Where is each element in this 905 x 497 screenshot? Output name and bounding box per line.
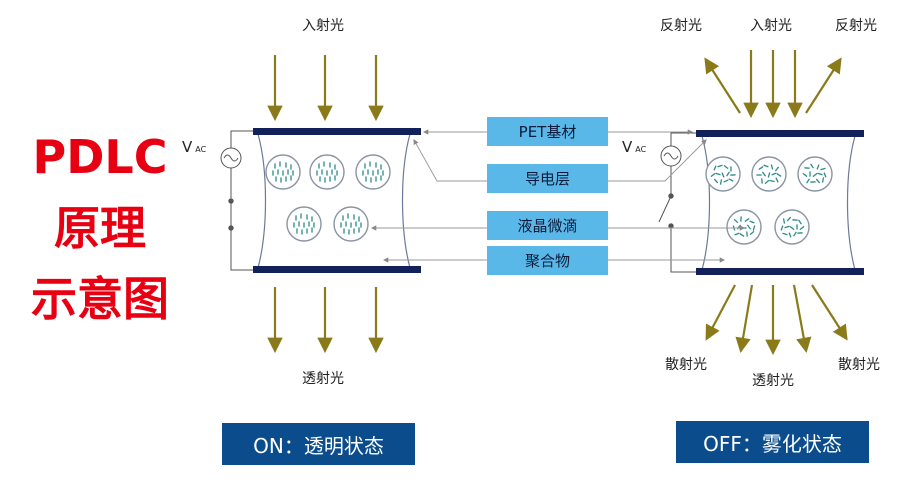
lc-molecule: [786, 216, 792, 222]
label-liquid-crystal-droplet: 液晶微滴: [487, 211, 608, 240]
lc-molecule: [739, 233, 745, 237]
off-reflected-left-label: 反射光: [660, 18, 702, 34]
lc-molecule: [733, 218, 739, 224]
label-conductive-layer: 导电层: [487, 164, 608, 193]
lc-molecule: [719, 179, 723, 185]
off-circuit: [658, 132, 696, 273]
label-pet-substrate: PET基材: [487, 117, 608, 146]
lc-molecule: [810, 163, 814, 169]
lc-molecule: [746, 224, 752, 230]
off-light-arrows: [704, 50, 848, 356]
lc-molecule: [780, 225, 784, 231]
lc-molecule: [788, 232, 792, 238]
off-scattered-left-label: 散射光: [665, 357, 707, 373]
on-bottom-electrode: [253, 266, 421, 273]
lc-molecule: [749, 230, 755, 236]
lc-molecule: [776, 173, 782, 177]
droplet: [726, 209, 762, 245]
off-scattered-right-label: 散射光: [838, 357, 880, 373]
title-line-1: PDLC: [32, 130, 168, 184]
lc-molecule: [789, 225, 795, 231]
lc-molecule: [713, 178, 719, 184]
lc-molecule: [728, 178, 734, 182]
lc-molecule: [823, 172, 827, 178]
off-status-box: OFF：雾化状态: [676, 421, 869, 463]
lc-molecule: [782, 232, 788, 236]
lc-molecule: [784, 225, 790, 229]
on-top-electrode: [253, 128, 421, 135]
lc-molecule: [767, 172, 771, 178]
lc-molecule: [749, 220, 755, 224]
lc-molecule: [799, 225, 805, 231]
lc-molecule: [734, 232, 740, 236]
lc-molecule: [723, 179, 729, 183]
lc-molecule: [710, 172, 716, 178]
lc-molecule: [769, 179, 775, 183]
on-incident-label: 入射光: [302, 18, 344, 34]
lc-molecule: [764, 179, 770, 185]
lc-molecule: [717, 164, 723, 168]
on-circuit: [220, 130, 253, 271]
lc-molecule: [771, 172, 777, 176]
off-droplets: [705, 156, 833, 245]
label-polymer: 聚合物: [487, 246, 608, 275]
lc-molecule: [758, 166, 764, 170]
lc-molecule: [774, 166, 780, 172]
lc-molecule: [816, 164, 820, 170]
lc-molecule: [713, 165, 717, 171]
on-status-box: ON：透明状态: [222, 423, 415, 465]
lc-molecule: [726, 171, 730, 177]
lc-molecule: [770, 164, 774, 170]
label-connectors: [370, 129, 746, 263]
lc-molecule: [782, 218, 786, 224]
lc-molecule: [715, 172, 721, 176]
lc-molecule: [744, 218, 750, 222]
lc-molecule: [763, 164, 769, 168]
lc-molecule: [723, 164, 729, 170]
off-top-electrode: [696, 130, 864, 137]
lc-molecule: [812, 172, 818, 178]
lc-molecule: [793, 231, 797, 237]
on-light-arrows: [267, 55, 384, 354]
off-reflected-right-label: 反射光: [835, 18, 877, 34]
lc-molecule: [761, 171, 767, 177]
off-incident-label: 入射光: [750, 18, 792, 34]
on-transmitted-label: 透射光: [302, 371, 344, 387]
lc-molecule: [802, 172, 808, 178]
on-cell: [253, 128, 421, 273]
title-line-3: 示意图: [31, 272, 169, 326]
lc-molecule: [817, 172, 823, 176]
lc-molecule: [798, 219, 802, 225]
off-bottom-electrode: [696, 268, 864, 275]
off-cell: [696, 130, 864, 275]
title-line-2: 原理: [54, 201, 146, 255]
lc-molecule: [721, 172, 725, 178]
lc-molecule: [752, 225, 756, 231]
on-droplets: [265, 154, 391, 242]
lc-molecule: [775, 177, 779, 183]
lc-molecule: [815, 178, 821, 184]
off-transmitted-label: 透射光: [752, 373, 794, 389]
lc-molecule: [821, 177, 825, 183]
lc-molecule: [820, 167, 826, 171]
lc-molecule: [806, 178, 810, 184]
